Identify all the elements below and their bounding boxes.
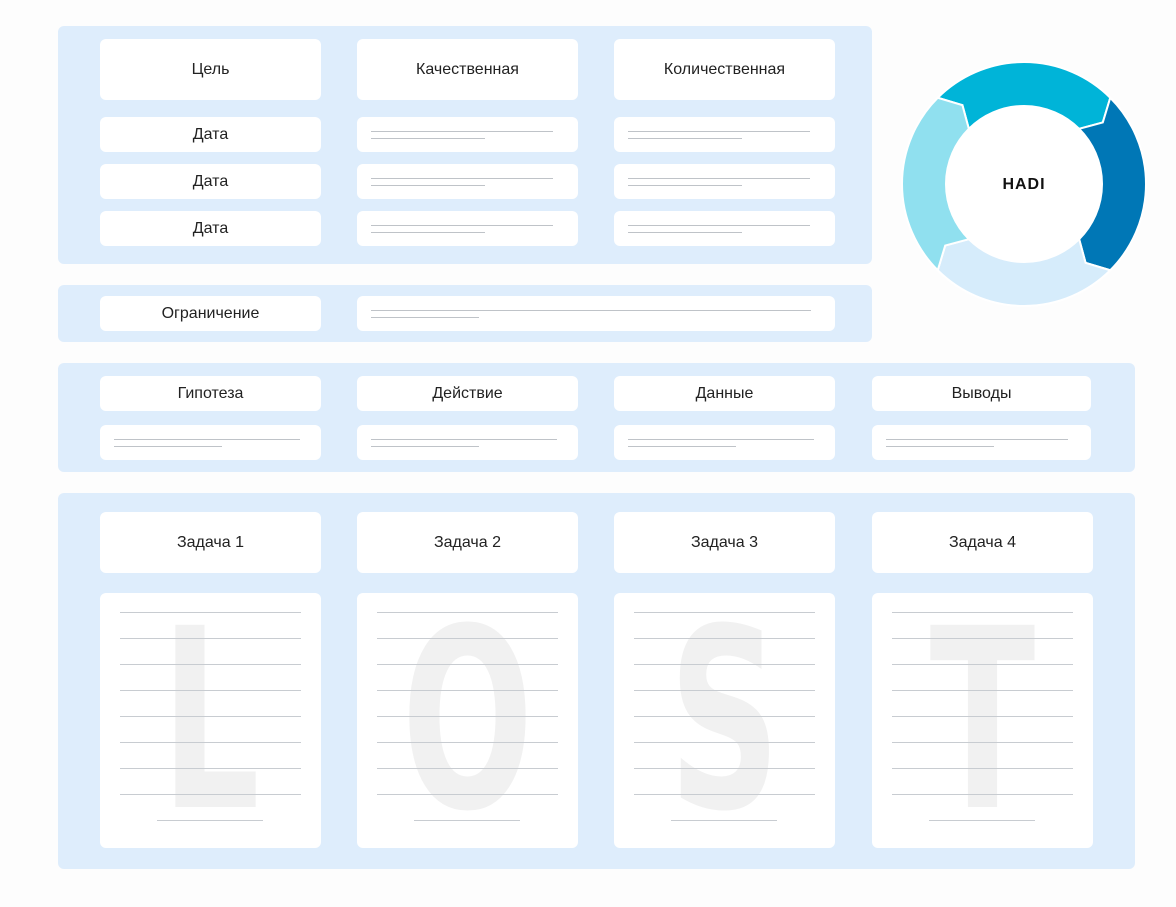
task-2-header: Задача 2: [357, 512, 578, 573]
note-line: [634, 664, 815, 665]
note-line: [892, 794, 1073, 795]
data-field[interactable]: [614, 425, 835, 460]
note-line: [892, 690, 1073, 691]
note-line: [634, 716, 815, 717]
qualitative-field[interactable]: [357, 117, 578, 152]
task-3-notes[interactable]: S: [614, 593, 835, 848]
action-header: Действие: [357, 376, 578, 411]
note-line: [892, 638, 1073, 639]
action-field[interactable]: [357, 425, 578, 460]
hypothesis-field[interactable]: [100, 425, 321, 460]
date-label: Дата: [100, 164, 321, 199]
note-line: [892, 664, 1073, 665]
note-line: [892, 768, 1073, 769]
note-line: [120, 690, 301, 691]
task-1-header: Задача 1: [100, 512, 321, 573]
note-line: [377, 638, 558, 639]
note-line: [120, 794, 301, 795]
hadi-label: HADI: [1002, 176, 1045, 193]
note-line: [414, 820, 520, 821]
constraint-field[interactable]: [357, 296, 835, 331]
quantitative-field[interactable]: [614, 164, 835, 199]
note-line: [634, 768, 815, 769]
data-header: Данные: [614, 376, 835, 411]
note-line: [892, 612, 1073, 613]
note-line: [120, 768, 301, 769]
quantitative-field[interactable]: [614, 211, 835, 246]
watermark-letter: O: [401, 593, 534, 848]
note-line: [377, 612, 558, 613]
date-label: Дата: [100, 117, 321, 152]
conclusions-header: Выводы: [872, 376, 1091, 411]
date-label: Дата: [100, 211, 321, 246]
note-line: [634, 690, 815, 691]
task-1-notes[interactable]: L: [100, 593, 321, 848]
note-line: [634, 742, 815, 743]
watermark-letter: S: [668, 593, 781, 848]
qualitative-field[interactable]: [357, 164, 578, 199]
note-line: [120, 638, 301, 639]
watermark-letter: T: [929, 593, 1036, 848]
note-line: [634, 612, 815, 613]
hypothesis-header: Гипотеза: [100, 376, 321, 411]
watermark-letter: L: [161, 593, 260, 848]
task-2-notes[interactable]: O: [357, 593, 578, 848]
note-line: [671, 820, 777, 821]
note-line: [892, 716, 1073, 717]
note-line: [120, 742, 301, 743]
note-line: [377, 664, 558, 665]
note-line: [377, 768, 558, 769]
constraint-label: Ограничение: [100, 296, 321, 331]
note-line: [157, 820, 263, 821]
note-line: [377, 742, 558, 743]
hadi-cycle: HADI: [901, 61, 1147, 307]
note-line: [120, 716, 301, 717]
goal-header: Цель: [100, 39, 321, 100]
quantitative-header: Количественная: [614, 39, 835, 100]
note-line: [120, 664, 301, 665]
qualitative-header: Качественная: [357, 39, 578, 100]
conclusions-field[interactable]: [872, 425, 1091, 460]
task-3-header: Задача 3: [614, 512, 835, 573]
note-line: [377, 716, 558, 717]
task-4-header: Задача 4: [872, 512, 1093, 573]
note-line: [929, 820, 1035, 821]
qualitative-field[interactable]: [357, 211, 578, 246]
note-line: [377, 690, 558, 691]
quantitative-field[interactable]: [614, 117, 835, 152]
note-line: [120, 612, 301, 613]
note-line: [377, 794, 558, 795]
note-line: [634, 638, 815, 639]
task-4-notes[interactable]: T: [872, 593, 1093, 848]
note-line: [634, 794, 815, 795]
note-line: [892, 742, 1073, 743]
